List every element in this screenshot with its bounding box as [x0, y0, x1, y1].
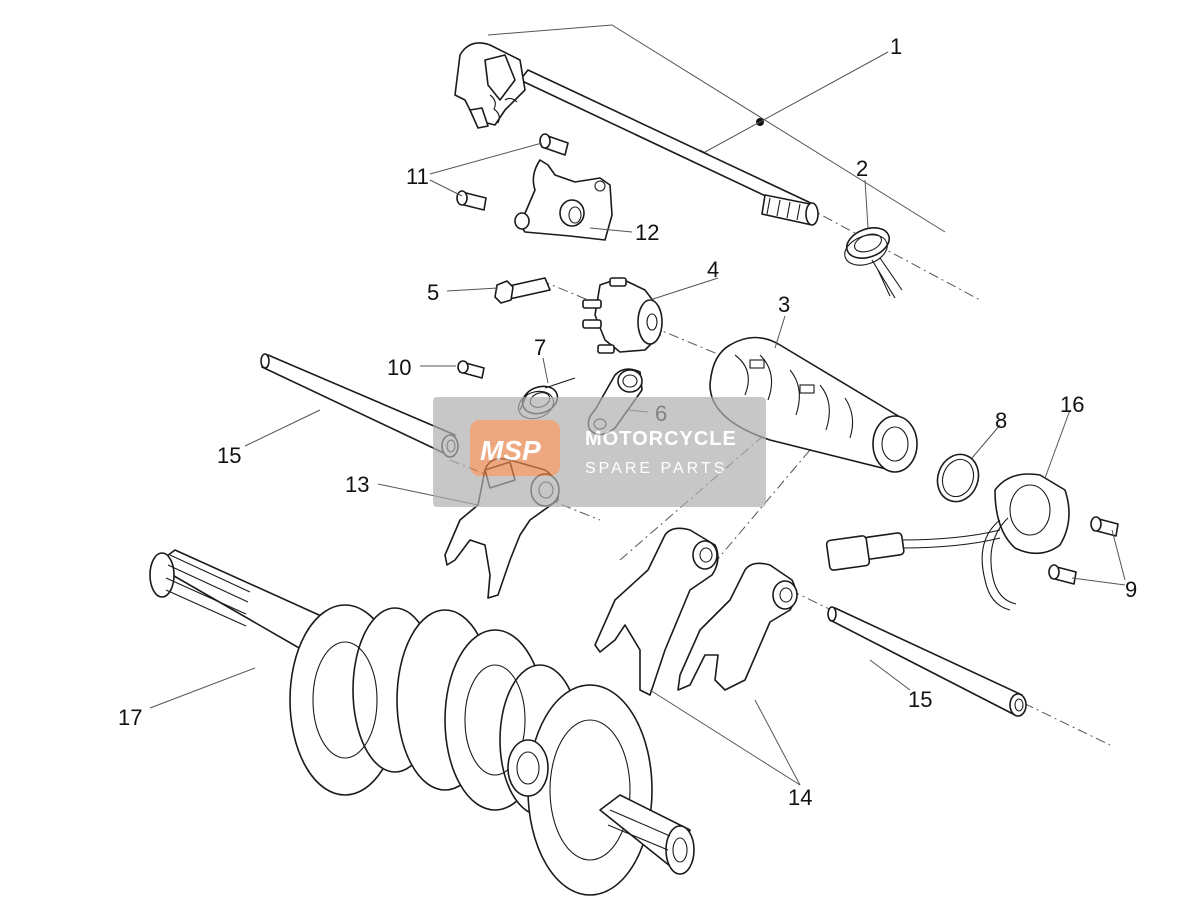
callouts: 1 2 3 4 5 6 7 8 9 10 11 12 13 14 15 15 1… — [118, 34, 1137, 810]
callout-13: 13 — [345, 472, 369, 497]
sensor-screw-upper — [1090, 516, 1119, 537]
callout-4: 4 — [707, 257, 719, 282]
o-ring — [936, 453, 980, 503]
callout-14: 14 — [788, 785, 812, 810]
callout-10: 10 — [387, 355, 411, 380]
callout-9: 9 — [1125, 577, 1137, 602]
callout-5: 5 — [427, 280, 439, 305]
callout-12: 12 — [635, 220, 659, 245]
watermark-line2: SPARE PARTS — [585, 460, 727, 477]
star-cam — [582, 277, 663, 354]
gear-cluster — [289, 604, 653, 896]
watermark: MSP MOTORCYCLE SPARE PARTS — [433, 397, 766, 507]
gearbox-output-shaft — [599, 794, 695, 875]
callout-15-right: 15 — [908, 687, 932, 712]
fork-rod-left — [260, 353, 459, 458]
bolt-lower — [456, 190, 487, 211]
gear-position-sensor — [825, 473, 1070, 611]
leader-lines — [149, 24, 1126, 786]
shift-fork-right — [677, 562, 798, 691]
watermark-logo-box — [470, 420, 560, 476]
callout-3: 3 — [778, 292, 790, 317]
small-bolt — [457, 360, 485, 379]
callout-17: 17 — [118, 705, 142, 730]
selector-plate — [514, 159, 613, 241]
return-spring — [844, 227, 903, 299]
callout-8: 8 — [995, 408, 1007, 433]
fork-rod-right — [827, 606, 1027, 717]
callout-16: 16 — [1060, 392, 1084, 417]
shift-fork-middle — [594, 527, 719, 696]
watermark-logo: MSP — [480, 435, 541, 466]
callout-11: 11 — [406, 164, 429, 189]
bolt-upper — [539, 133, 569, 156]
callout-15-left: 15 — [217, 443, 241, 468]
gear-shift-shaft — [454, 42, 819, 226]
callout-1: 1 — [890, 34, 902, 59]
sensor-screw-lower — [1048, 564, 1077, 585]
watermark-line1: MOTORCYCLE — [585, 428, 737, 450]
shift-shaft-axis — [699, 149, 981, 301]
drum-bolt — [494, 277, 551, 304]
selector-drum — [709, 336, 918, 473]
callout-2: 2 — [856, 156, 868, 181]
callout-7: 7 — [534, 335, 546, 360]
